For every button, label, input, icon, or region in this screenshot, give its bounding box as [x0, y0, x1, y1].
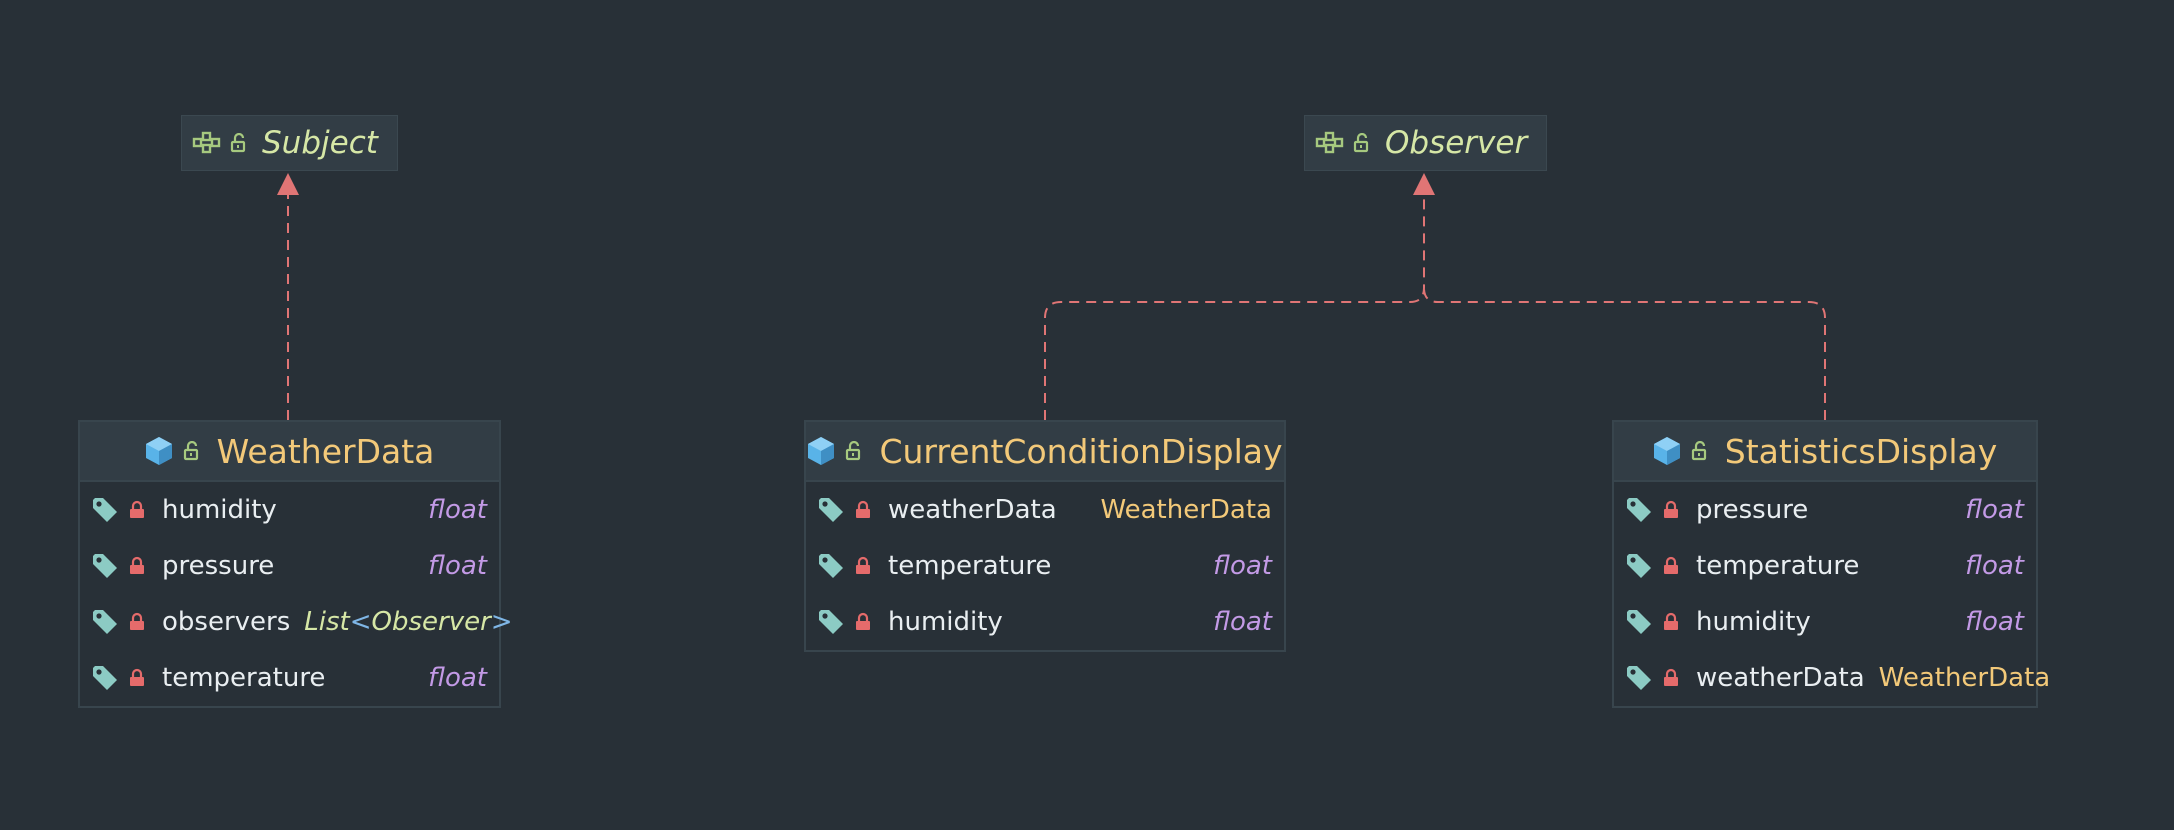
field-row[interactable]: pressure float [80, 538, 499, 594]
field-name: weatherData [1696, 663, 1865, 693]
class-name: CurrentConditionDisplay [879, 431, 1283, 471]
field-tag-icon [1627, 666, 1651, 690]
field-name: weatherData [888, 495, 1057, 525]
generic-base-type: List [304, 607, 350, 637]
public-lock-icon [183, 441, 198, 461]
private-lock-icon [130, 500, 144, 518]
private-lock-icon [856, 500, 870, 518]
field-type: List<Observer> [290, 607, 512, 637]
class-header: StatisticsDisplay [1614, 422, 2036, 482]
private-lock-icon [1664, 612, 1678, 630]
private-lock-icon [130, 556, 144, 574]
private-lock-icon [1664, 556, 1678, 574]
interface-icon [1315, 131, 1344, 154]
field-row[interactable]: observers List<Observer> [80, 594, 513, 650]
field-type: float [1965, 607, 2024, 637]
generic-close: > [490, 607, 513, 637]
field-name: temperature [888, 551, 1052, 581]
public-lock-icon [1691, 441, 1706, 461]
field-type: float [1213, 607, 1272, 637]
class-name: StatisticsDisplay [1724, 431, 1998, 471]
field-row[interactable]: weatherData WeatherData [1614, 650, 2050, 706]
field-name: pressure [162, 551, 275, 581]
field-type: WeatherData [1100, 495, 1272, 525]
generic-arg-type: Observer [371, 607, 491, 637]
public-lock-icon [846, 441, 861, 461]
class-icon [808, 437, 835, 465]
field-row[interactable]: temperature float [806, 538, 1284, 594]
interface-name: Observer [1385, 125, 1528, 161]
field-type: float [1965, 495, 2024, 525]
field-name: temperature [1696, 551, 1860, 581]
private-lock-icon [856, 556, 870, 574]
interface-icon [192, 131, 221, 154]
field-type: float [428, 663, 487, 693]
field-tag-icon [1627, 554, 1651, 578]
field-row[interactable]: temperature float [80, 650, 499, 706]
private-lock-icon [1664, 500, 1678, 518]
field-type: float [1213, 551, 1272, 581]
edge-statisticsdisplay-observer [1423, 287, 1826, 420]
public-lock-icon [1353, 133, 1369, 153]
field-name: humidity [1696, 607, 1811, 637]
arrowhead-observer [1413, 173, 1435, 195]
class-icon [1653, 437, 1680, 465]
class-header: CurrentConditionDisplay [806, 422, 1284, 482]
interface-observer[interactable]: Observer [1304, 115, 1547, 171]
field-name: pressure [1696, 495, 1809, 525]
class-statisticsdisplay[interactable]: StatisticsDisplay pressure float tempera… [1612, 420, 2050, 708]
class-icon [145, 437, 172, 465]
field-tag-icon [93, 610, 117, 634]
edge-currentconditiondisplay-observer [1044, 195, 1425, 420]
arrowhead-subject [277, 173, 299, 195]
field-row[interactable]: humidity float [806, 594, 1284, 650]
field-tag-icon [819, 554, 843, 578]
field-name: humidity [162, 495, 277, 525]
interface-subject[interactable]: Subject [181, 115, 398, 171]
private-lock-icon [130, 668, 144, 686]
private-lock-icon [130, 612, 144, 630]
field-name: observers [162, 607, 291, 637]
class-currentconditiondisplay[interactable]: CurrentConditionDisplay weatherData Weat… [804, 420, 1286, 652]
field-tag-icon [1627, 498, 1651, 522]
field-row[interactable]: humidity float [80, 482, 499, 538]
field-tag-icon [93, 666, 117, 690]
field-row[interactable]: humidity float [1614, 594, 2036, 650]
public-lock-icon [230, 133, 246, 153]
private-lock-icon [1664, 668, 1678, 686]
field-tag-icon [819, 498, 843, 522]
field-type: float [428, 495, 487, 525]
field-tag-icon [93, 554, 117, 578]
generic-open: < [349, 607, 372, 637]
field-tag-icon [819, 610, 843, 634]
class-weatherdata[interactable]: WeatherData humidity float pressure floa… [78, 420, 513, 708]
field-type: WeatherData [1878, 663, 2051, 693]
field-row[interactable]: weatherData WeatherData [806, 482, 1284, 538]
class-header: WeatherData [80, 422, 499, 482]
field-type: float [428, 551, 487, 581]
field-name: humidity [888, 607, 1003, 637]
interface-name: Subject [262, 125, 378, 161]
field-name: temperature [162, 663, 326, 693]
field-type: float [1965, 551, 2024, 581]
private-lock-icon [856, 612, 870, 630]
class-name: WeatherData [216, 431, 435, 471]
field-row[interactable]: pressure float [1614, 482, 2036, 538]
field-row[interactable]: temperature float [1614, 538, 2036, 594]
field-tag-icon [93, 498, 117, 522]
field-tag-icon [1627, 610, 1651, 634]
